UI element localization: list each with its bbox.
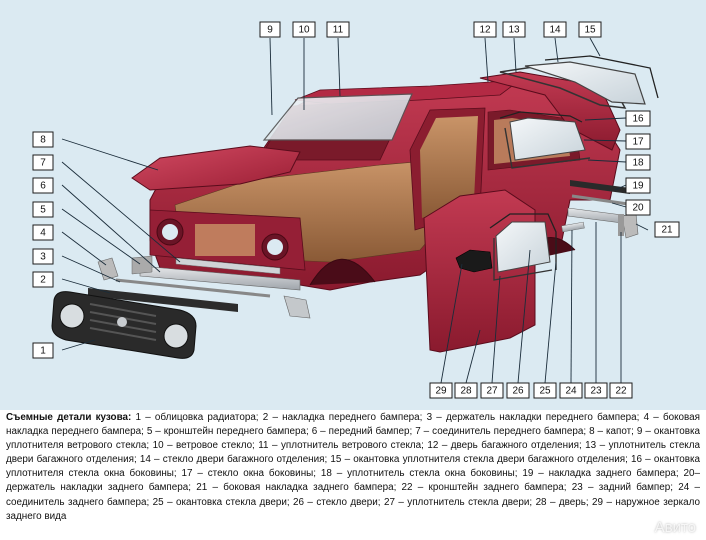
callout-2: 2 bbox=[32, 271, 54, 288]
rear-door-frame bbox=[479, 71, 621, 151]
side-window-glass bbox=[509, 117, 586, 161]
callout-10: 10 bbox=[292, 21, 316, 38]
svg-text:17: 17 bbox=[632, 137, 644, 148]
watermark: Авито bbox=[654, 519, 696, 536]
callout-19: 19 bbox=[625, 177, 651, 194]
front-bumper-parts bbox=[88, 255, 311, 319]
callout-17: 17 bbox=[625, 133, 651, 150]
callout-29: 29 bbox=[429, 382, 453, 399]
callout-28: 28 bbox=[454, 382, 478, 399]
svg-text:27: 27 bbox=[486, 386, 498, 397]
callout-13: 13 bbox=[502, 21, 526, 38]
callout-11: 11 bbox=[326, 21, 350, 38]
svg-text:16: 16 bbox=[632, 114, 644, 125]
rear-bumper-trim bbox=[570, 180, 630, 194]
svg-text:12: 12 bbox=[479, 25, 491, 36]
parts-caption: Съемные детали кузова: 1 – облицовка рад… bbox=[6, 411, 700, 524]
svg-text:28: 28 bbox=[460, 386, 472, 397]
side-window-trim bbox=[499, 111, 583, 123]
svg-text:23: 23 bbox=[590, 386, 602, 397]
svg-text:20: 20 bbox=[632, 203, 644, 214]
rear-door-glass bbox=[524, 61, 646, 105]
hood bbox=[131, 145, 301, 191]
front-bumper-side-trim-right bbox=[283, 295, 311, 319]
svg-text:22: 22 bbox=[615, 386, 627, 397]
svg-text:26: 26 bbox=[512, 386, 524, 397]
caption-heading: Съемные детали кузова: bbox=[6, 412, 132, 423]
callout-6: 6 bbox=[32, 177, 54, 194]
callout-15: 15 bbox=[578, 21, 602, 38]
svg-text:25: 25 bbox=[539, 386, 551, 397]
rear-door-glass-trim bbox=[544, 55, 659, 99]
front-bumper-trim bbox=[88, 288, 238, 312]
callout-5: 5 bbox=[32, 201, 54, 218]
svg-text:3: 3 bbox=[40, 252, 46, 263]
svg-text:29: 29 bbox=[435, 386, 447, 397]
callout-26: 26 bbox=[506, 382, 530, 399]
svg-text:6: 6 bbox=[40, 181, 46, 192]
callout-9: 9 bbox=[259, 21, 281, 38]
rear-bumper-bracket bbox=[618, 214, 624, 236]
callout-7: 7 bbox=[32, 154, 54, 171]
svg-text:1: 1 bbox=[40, 346, 46, 357]
door-glass-trim bbox=[489, 213, 557, 270]
svg-text:9: 9 bbox=[267, 25, 273, 36]
callout-3: 3 bbox=[32, 248, 54, 265]
rear-bumper-holder bbox=[571, 194, 629, 206]
rear-bumper-connector bbox=[561, 221, 585, 233]
svg-text:15: 15 bbox=[584, 25, 596, 36]
callout-4: 4 bbox=[32, 224, 54, 241]
svg-text:5: 5 bbox=[40, 205, 46, 216]
svg-text:24: 24 bbox=[565, 386, 577, 397]
callout-16: 16 bbox=[625, 110, 651, 127]
svg-text:8: 8 bbox=[40, 135, 46, 146]
callout-23: 23 bbox=[584, 382, 608, 399]
callout-8: 8 bbox=[32, 131, 54, 148]
callout-21: 21 bbox=[654, 221, 680, 238]
svg-text:13: 13 bbox=[508, 25, 520, 36]
svg-text:11: 11 bbox=[333, 25, 344, 36]
caption-body: 1 – облицовка радиатора; 2 – накладка пе… bbox=[6, 412, 700, 522]
callout-1: 1 bbox=[32, 342, 54, 359]
svg-text:21: 21 bbox=[661, 225, 673, 236]
side-window-seal bbox=[504, 127, 591, 169]
callout-14: 14 bbox=[543, 21, 567, 38]
callout-12: 12 bbox=[473, 21, 497, 38]
door-glass bbox=[495, 221, 551, 273]
windshield-glass bbox=[262, 93, 413, 141]
front-bumper-holder bbox=[115, 278, 271, 298]
callout-24: 24 bbox=[559, 382, 583, 399]
svg-text:19: 19 bbox=[632, 181, 644, 192]
front-bumper-bracket bbox=[131, 255, 153, 275]
callout-18: 18 bbox=[625, 154, 651, 171]
svg-text:18: 18 bbox=[632, 158, 644, 169]
callout-27: 27 bbox=[480, 382, 504, 399]
svg-text:10: 10 bbox=[298, 25, 310, 36]
svg-text:4: 4 bbox=[40, 228, 46, 239]
callout-22: 22 bbox=[609, 382, 633, 399]
car-body-exploded-diagram: 1 2 3 4 5 6 7 8 9 10 11 12 13 14 15 16 1… bbox=[0, 0, 706, 410]
mirror bbox=[455, 249, 493, 273]
door-glass-seal bbox=[493, 238, 553, 281]
callout-25: 25 bbox=[533, 382, 557, 399]
callout-20: 20 bbox=[625, 199, 651, 216]
leader-lines bbox=[61, 37, 649, 384]
front-bumper-connector bbox=[175, 257, 281, 275]
svg-text:14: 14 bbox=[549, 25, 561, 36]
svg-text:7: 7 bbox=[40, 158, 46, 169]
svg-text:2: 2 bbox=[40, 275, 46, 286]
callout-labels: 1 2 3 4 5 6 7 8 9 10 11 12 13 14 15 16 1… bbox=[32, 21, 680, 399]
